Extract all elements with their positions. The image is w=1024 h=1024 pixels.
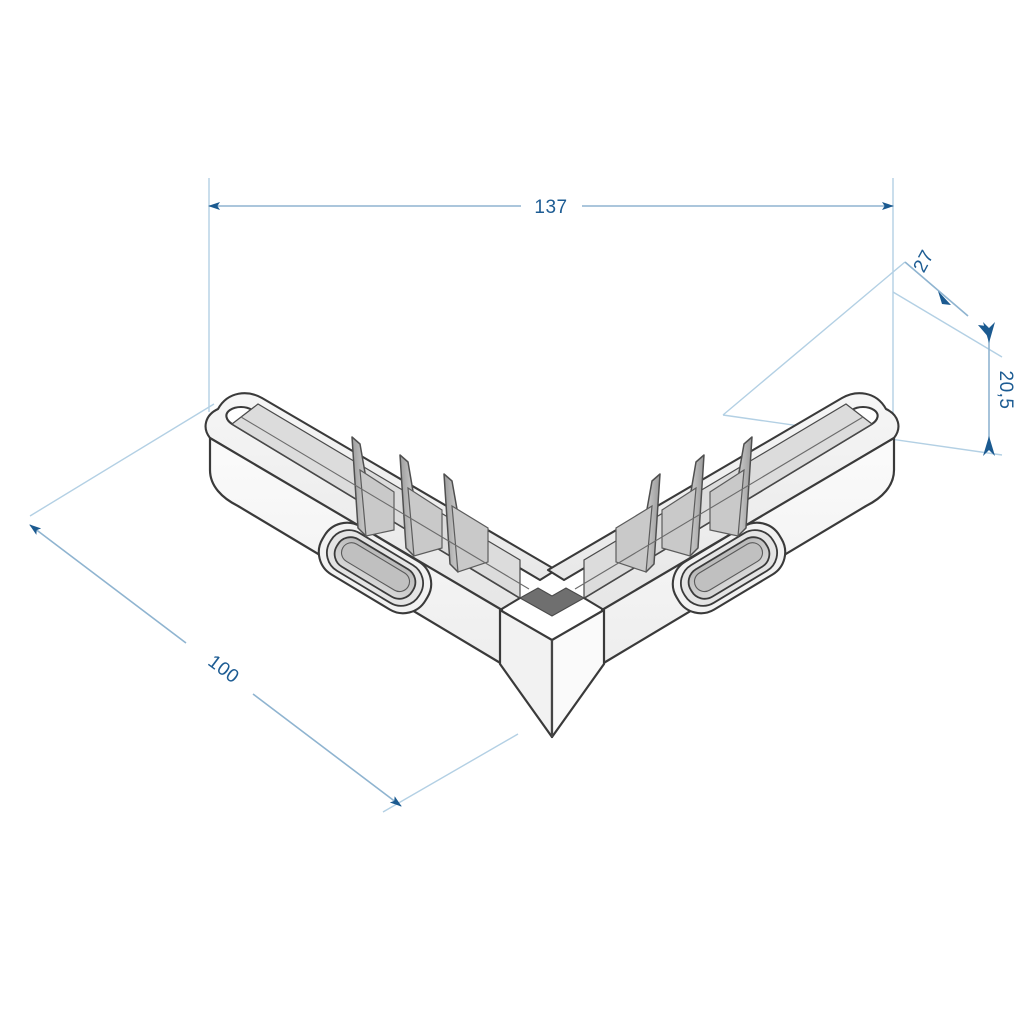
left-fin-3-web <box>451 504 489 573</box>
right-slot-inner-shadow <box>693 542 764 593</box>
right-wing-top-surface <box>546 392 900 612</box>
left-slot <box>317 521 433 615</box>
extension-lines <box>29 178 1003 813</box>
right-slot <box>671 521 787 615</box>
left-fins-group <box>351 436 489 573</box>
dim-100-line-upper <box>29 524 187 644</box>
dim-100-line-lower <box>252 693 402 807</box>
left-wing-top-surface <box>204 392 558 612</box>
dimension-label-205: 20,5 <box>995 371 1016 410</box>
right-fins-group <box>615 436 753 573</box>
corner-vertex-right-face <box>550 608 606 739</box>
left-slot-inner-shadow <box>340 542 411 593</box>
rim-highlight-lines <box>240 416 864 590</box>
dim-205-arrow-bottom <box>983 436 995 456</box>
dimension-label-100: 100 <box>204 651 243 688</box>
ext-line-depth-upper <box>892 291 1003 358</box>
dimension-label-137: 137 <box>534 197 567 218</box>
dim-27-line <box>904 261 969 317</box>
dimension-depth: 27 <box>904 247 995 339</box>
right-fin-1-web <box>709 468 745 537</box>
part-geometry <box>204 392 900 739</box>
ext-line-leg-bottom <box>382 733 519 813</box>
inner-corner-pocket <box>518 587 586 617</box>
left-fin-2-web <box>407 486 443 557</box>
left-fin-1-web <box>359 468 395 537</box>
dim-27-arrow-upper <box>933 291 951 305</box>
ext-line-depth-leader <box>722 261 906 416</box>
corner-vertex-left-face <box>498 608 554 739</box>
dimension-overall-width: 137 <box>208 197 894 218</box>
dimension-label-27: 27 <box>910 247 939 276</box>
dim-205-arrow-top <box>983 322 995 343</box>
ext-line-leg-top <box>29 403 215 517</box>
right-fin-3-web <box>615 504 653 573</box>
dimension-height: 20,5 <box>983 322 1016 456</box>
right-fin-2-web <box>661 486 697 557</box>
